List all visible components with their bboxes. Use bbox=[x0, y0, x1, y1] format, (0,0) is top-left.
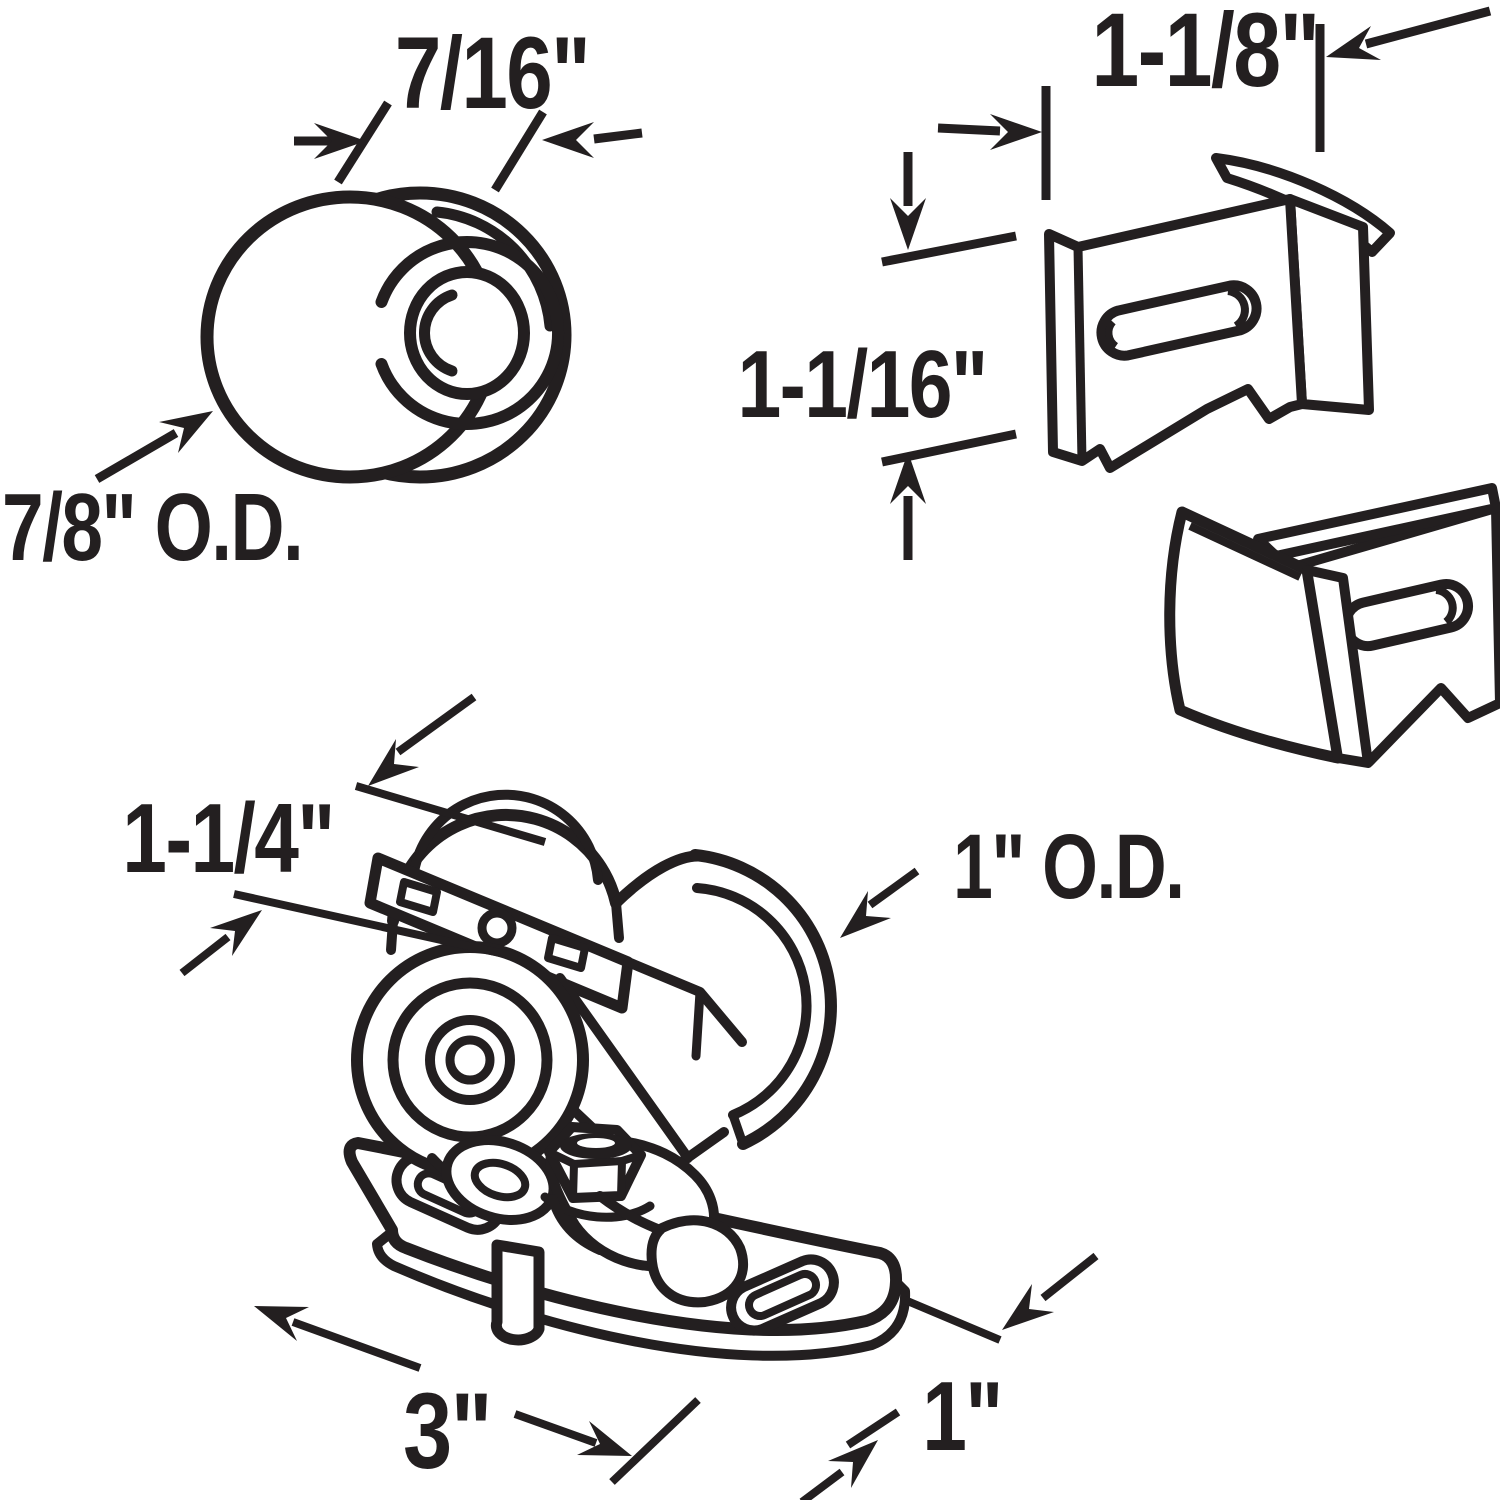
extension-line bbox=[233, 890, 519, 961]
dim-line bbox=[593, 128, 643, 144]
dim-guide-height: 1-1/16" bbox=[738, 152, 1017, 560]
leader-line bbox=[94, 429, 179, 483]
arrowhead-up-icon bbox=[890, 452, 926, 504]
dim-plate-length: 3" bbox=[254, 1306, 701, 1491]
wheel-bore-arc bbox=[419, 289, 458, 377]
dim-tick bbox=[334, 100, 392, 185]
arrowhead-right-icon bbox=[314, 123, 366, 159]
dim-roller-width: 7/16" bbox=[294, 16, 643, 193]
bar-screw bbox=[477, 908, 517, 948]
stud-end-highlight bbox=[577, 1138, 615, 1148]
dim-assembly-roller-od: 1" O.D. bbox=[840, 815, 1185, 938]
bar-square-hole bbox=[544, 934, 589, 972]
arrowhead-downleft-icon bbox=[1326, 26, 1381, 60]
arrowhead-downleft-icon bbox=[368, 739, 419, 786]
plate-length-label: 3" bbox=[403, 1371, 491, 1491]
arrowhead-upleft-icon bbox=[254, 1306, 309, 1341]
bar-square-hole bbox=[396, 878, 441, 916]
roller-width-label: 7/16" bbox=[395, 16, 589, 130]
lever-eye-inner bbox=[470, 1158, 530, 1202]
dim-line bbox=[291, 1318, 422, 1372]
assembly-roller-width-label: 1-1/4" bbox=[122, 783, 333, 892]
guide-slot-cap-arc bbox=[1105, 319, 1119, 349]
leader-line bbox=[867, 867, 920, 909]
arrowhead-upright-icon bbox=[210, 910, 262, 956]
dim-tick bbox=[845, 1408, 901, 1449]
arrowhead-right-icon bbox=[990, 114, 1042, 150]
hex-nut-facet-edge bbox=[617, 1157, 626, 1200]
dim-line bbox=[799, 1468, 845, 1500]
adjustment-stem bbox=[490, 1239, 545, 1346]
arrowhead-upright-icon bbox=[828, 1440, 878, 1488]
dim-line bbox=[179, 933, 231, 977]
roller-od-label: 7/8" O.D. bbox=[2, 474, 302, 581]
dim-plate-width: 1" bbox=[799, 1252, 1099, 1500]
arrowhead-downleft-icon bbox=[840, 891, 891, 938]
carriage-strut bbox=[623, 957, 747, 1047]
right-wheel-edge bbox=[728, 1110, 748, 1149]
door-guide-front bbox=[1044, 153, 1395, 473]
carriage-strut bbox=[691, 987, 705, 1061]
dim-line bbox=[395, 693, 477, 756]
guide-plate-edge-line bbox=[1073, 246, 1087, 462]
strap-arc bbox=[610, 850, 706, 909]
guide2-slot-inner-arc bbox=[1435, 586, 1457, 626]
lever-link bbox=[595, 1191, 665, 1235]
lever-lobe bbox=[646, 1215, 749, 1308]
dim-tick bbox=[881, 429, 1017, 467]
arrowhead-left-icon bbox=[542, 122, 594, 158]
front-wheel-hub bbox=[445, 1035, 495, 1085]
rear-wheel-edge bbox=[611, 898, 624, 943]
arrowhead-downright-icon bbox=[577, 1421, 632, 1456]
dim-assembly-roller-width: 1-1/4" bbox=[122, 693, 547, 977]
guide2-face-edge-strip bbox=[1302, 565, 1373, 768]
dim-tick bbox=[881, 231, 1017, 267]
arrowhead-down-icon bbox=[890, 198, 926, 250]
extension-line bbox=[354, 782, 547, 846]
plate-slot-right-inner bbox=[745, 1270, 820, 1320]
dim-tick bbox=[609, 1397, 701, 1485]
guide-width-label: 1-1/8" bbox=[1091, 0, 1318, 109]
hex-nut-facets bbox=[545, 1148, 645, 1168]
dim-line bbox=[1364, 6, 1492, 49]
rear-wheel-tread-arc bbox=[407, 789, 603, 900]
carriage-strut bbox=[555, 973, 693, 1163]
guide-slot-inner-arc bbox=[1227, 287, 1249, 330]
lever-link bbox=[548, 1194, 605, 1255]
dim-tick bbox=[903, 1296, 1002, 1344]
roller-assembly bbox=[343, 789, 911, 1361]
guide-height-label: 1-1/16" bbox=[738, 331, 987, 438]
dim-roller-od: 7/8" O.D. bbox=[2, 411, 304, 581]
wheel-hub-outer-ring bbox=[375, 236, 565, 430]
dim-line bbox=[513, 1410, 598, 1447]
plate-width-label: 1" bbox=[922, 1361, 1002, 1470]
dim-guide-width: 1-1/8" bbox=[937, 0, 1492, 200]
roller-wheel bbox=[200, 186, 572, 484]
assembly-roller-od-label: 1" O.D. bbox=[953, 815, 1183, 918]
guide-slot bbox=[1096, 280, 1262, 361]
arrowhead-downleft-icon bbox=[1002, 1284, 1054, 1330]
door-guide-back bbox=[1164, 483, 1500, 768]
guide2-fold-line bbox=[1188, 522, 1302, 581]
right-wheel-tread-arc bbox=[692, 883, 812, 1120]
hex-nut-facet-edge bbox=[569, 1160, 578, 1202]
arrowhead-upright-icon bbox=[159, 411, 213, 453]
dim-line bbox=[1040, 1252, 1099, 1302]
dim-tick bbox=[491, 109, 547, 193]
right-wheel-outer-arc bbox=[689, 849, 837, 1150]
dim-line bbox=[937, 123, 1001, 136]
